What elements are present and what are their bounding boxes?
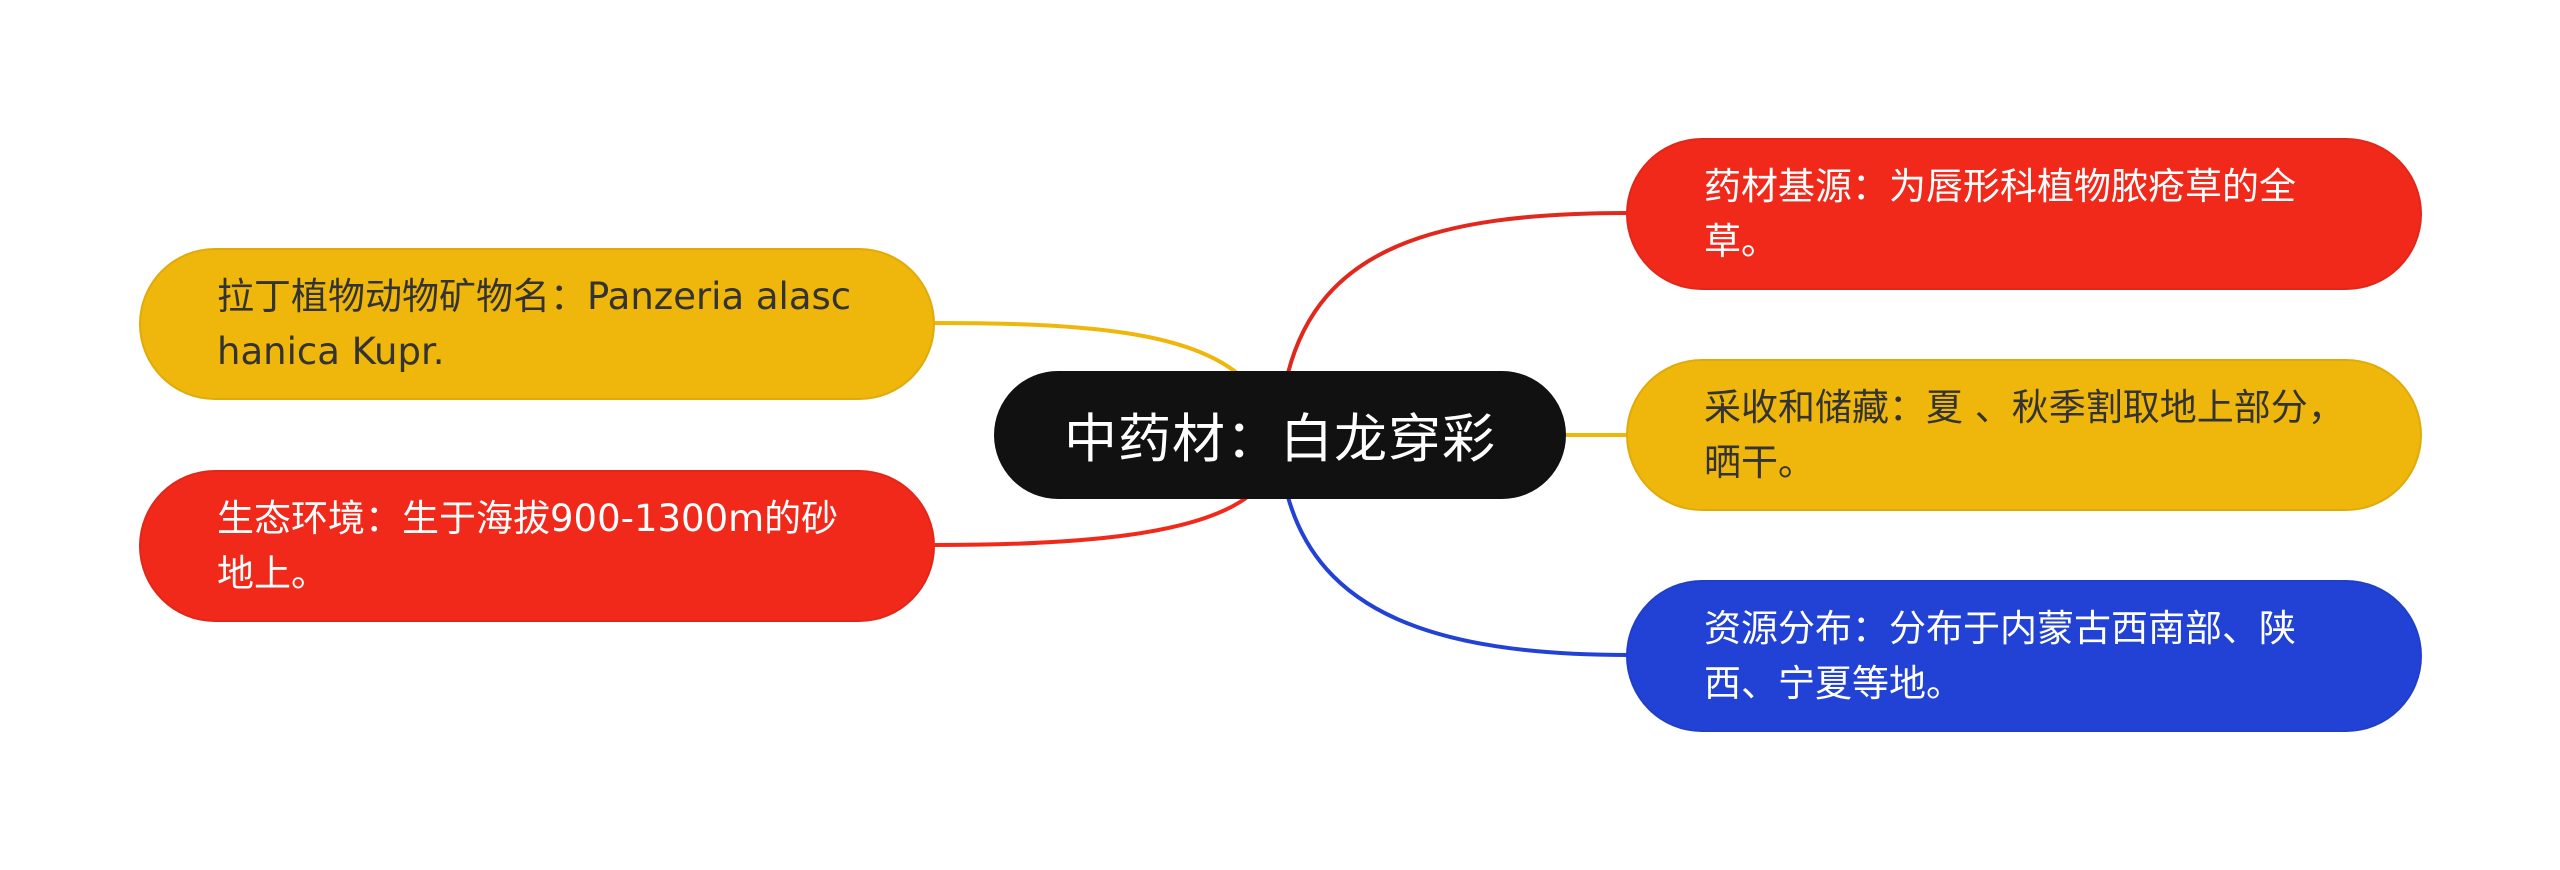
node-origin[interactable]: 药材基源：为唇形科植物脓疮草的全草。: [1626, 138, 2422, 290]
connector-distribution: [1286, 496, 1629, 657]
node-distribution-label: 资源分布：分布于内蒙古西南部、陕西、宁夏等地。: [1704, 607, 2296, 705]
node-habitat-label: 生态环境：生于海拔900-1300m的砂地上。: [217, 497, 839, 595]
node-distribution[interactable]: 资源分布：分布于内蒙古西南部、陕西、宁夏等地。: [1626, 580, 2422, 732]
node-harvest-label: 采收和储藏：夏 、秋季割取地上部分，晒干。: [1704, 386, 2345, 484]
node-latin-name-label: 拉丁植物动物矿物名：Panzeria alaschanica Kupr.: [217, 275, 852, 373]
node-origin-label: 药材基源：为唇形科植物脓疮草的全草。: [1704, 165, 2296, 263]
connector-habitat: [934, 493, 1252, 547]
central-topic-label: 中药材：白龙穿彩: [1064, 409, 1496, 470]
connector-latin-name: [934, 321, 1252, 387]
node-latin-name[interactable]: 拉丁植物动物矿物名：Panzeria alaschanica Kupr.: [139, 248, 935, 400]
node-harvest[interactable]: 采收和储藏：夏 、秋季割取地上部分，晒干。: [1626, 359, 2422, 511]
node-habitat[interactable]: 生态环境：生于海拔900-1300m的砂地上。: [139, 470, 935, 622]
connector-origin: [1286, 211, 1629, 374]
central-topic[interactable]: 中药材：白龙穿彩: [994, 371, 1566, 499]
